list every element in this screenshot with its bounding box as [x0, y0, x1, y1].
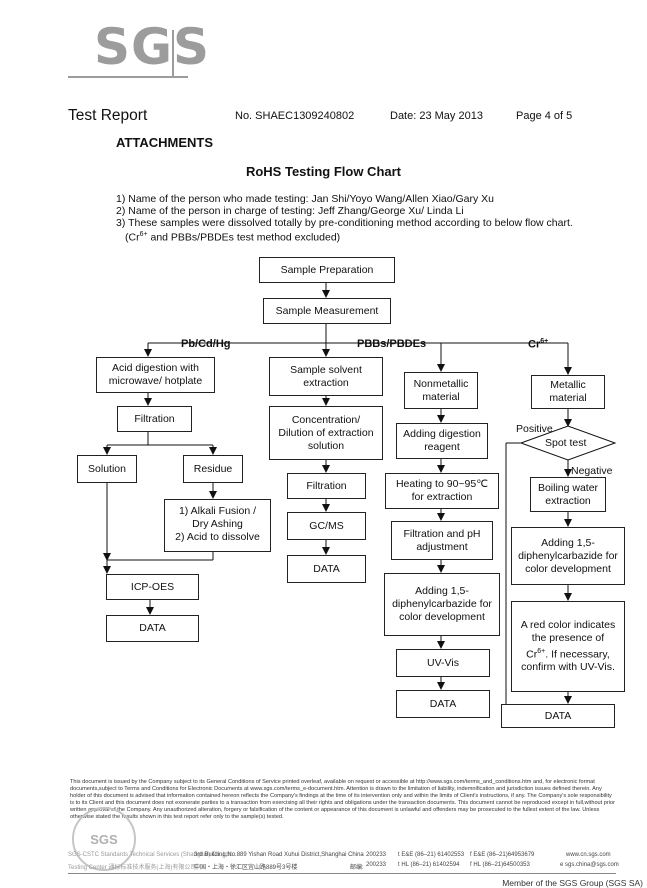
spot-test-diamond — [519, 425, 617, 461]
solvent-extraction-box: Sample solvent extraction — [269, 357, 383, 396]
page-number: Page 4 of 5 — [516, 110, 573, 122]
note-1: 1) Name of the person who made testing: … — [116, 193, 495, 205]
digestion-reagent-box: Adding digestion reagent — [396, 423, 488, 459]
report-title: Test Report — [68, 107, 148, 124]
report-date: Date: 23 May 2013 — [390, 110, 483, 122]
email: e sgs.china@sgs.com — [560, 862, 619, 868]
telephone-en: t E&E (86–21) 61402553 — [398, 852, 465, 858]
address-cn: 中国・上海・徐汇区宜山路889号3号楼 — [194, 865, 298, 871]
sample-measurement-box: Sample Measurement — [263, 298, 391, 324]
sgs-logo: SGS — [68, 18, 209, 80]
concentration-dilution-box: Concentration/ Dilution of extraction so… — [269, 406, 383, 460]
note-2: 2) Name of the person in charge of testi… — [116, 205, 464, 217]
gcms-box: GC/MS — [287, 512, 366, 540]
branch-label-pbbs-pbdes: PBBs/PBDEs — [357, 338, 427, 350]
footer-disclaimer: This document is issued by the Company s… — [70, 779, 615, 820]
note-3: 3) These samples were dissolved totally … — [116, 217, 573, 229]
adding-dpc-box-2: Adding 1,5-diphenylcarbazide for color d… — [511, 527, 625, 585]
report-number: No. SHAEC1309240802 — [235, 110, 355, 122]
positive-label: Positive — [516, 423, 553, 435]
postcode-en: 200233 — [366, 852, 387, 858]
fax-en: f E&E (86–21)64953679 — [470, 852, 535, 858]
data-box-3: DATA — [396, 690, 490, 718]
data-box-4: DATA — [501, 704, 615, 728]
postcode-label: 邮编: — [350, 865, 364, 871]
address-en: 3rd Building,No.889 Yishan Road Xuhui Di… — [194, 852, 364, 858]
company-name-en: SGS-CSTC Standards Technical Services (S… — [68, 852, 233, 858]
sgs-logo-text: SGS — [94, 18, 211, 76]
icp-oes-box: ICP-OES — [106, 574, 199, 600]
uv-vis-box: UV-Vis — [396, 649, 490, 677]
filtration-box-2: Filtration — [287, 473, 366, 499]
negative-label: Negative — [571, 465, 613, 477]
sample-preparation-box: Sample Preparation — [259, 257, 395, 283]
flow-chart-title: RoHS Testing Flow Chart — [245, 164, 402, 179]
adding-dpc-box-1: Adding 1,5-diphenylcarbazide for color d… — [384, 573, 500, 636]
member-of-sgs-group: Member of the SGS Group (SGS SA) — [502, 878, 643, 888]
telephone-cn: t HL (86–21) 61402594 — [398, 862, 460, 868]
data-box-2: DATA — [287, 555, 366, 583]
company-name-cn: Testing Center 通标标准技术服务(上海)有限公司 — [68, 865, 197, 871]
boiling-water-box: Boiling water extraction — [530, 477, 606, 512]
filtration-ph-box: Filtration and pH adjustment — [391, 521, 493, 560]
branch-label-pb-cd-hg: Pb/Cd/Hg — [181, 338, 231, 350]
alkali-fusion-box: 1) Alkali Fusion / Dry Ashing 2) Acid to… — [164, 499, 271, 552]
sgs-seal: SGS — [72, 807, 136, 871]
filtration-box-1: Filtration — [117, 406, 192, 432]
logo-vertical-rule — [172, 30, 174, 76]
section-title: ATTACHMENTS — [116, 135, 214, 150]
metallic-material-box: Metallic material — [531, 375, 605, 409]
acid-digestion-box: Acid digestion with microwave/ hotplate — [96, 357, 215, 393]
residue-box: Residue — [183, 455, 243, 483]
website: www.cn.sgs.com — [566, 852, 611, 858]
footer-rule — [68, 873, 616, 874]
logo-underline — [68, 76, 188, 78]
red-color-box: A red color indicates the presence of Cr… — [511, 601, 625, 692]
solution-box: Solution — [77, 455, 137, 483]
note-4: (Cr6+ and PBBs/PBDEs test method exclude… — [125, 231, 341, 244]
spot-test-label: Spot test — [545, 437, 587, 449]
data-box-1: DATA — [106, 615, 199, 642]
heating-box: Heating to 90~95℃ for extraction — [385, 473, 499, 509]
fax-cn: f HL (86–21)64500353 — [470, 862, 530, 868]
postcode-cn: 200233 — [366, 862, 387, 868]
branch-label-cr6: Cr6+ — [528, 338, 549, 351]
nonmetallic-material-box: Nonmetallic material — [404, 372, 478, 409]
